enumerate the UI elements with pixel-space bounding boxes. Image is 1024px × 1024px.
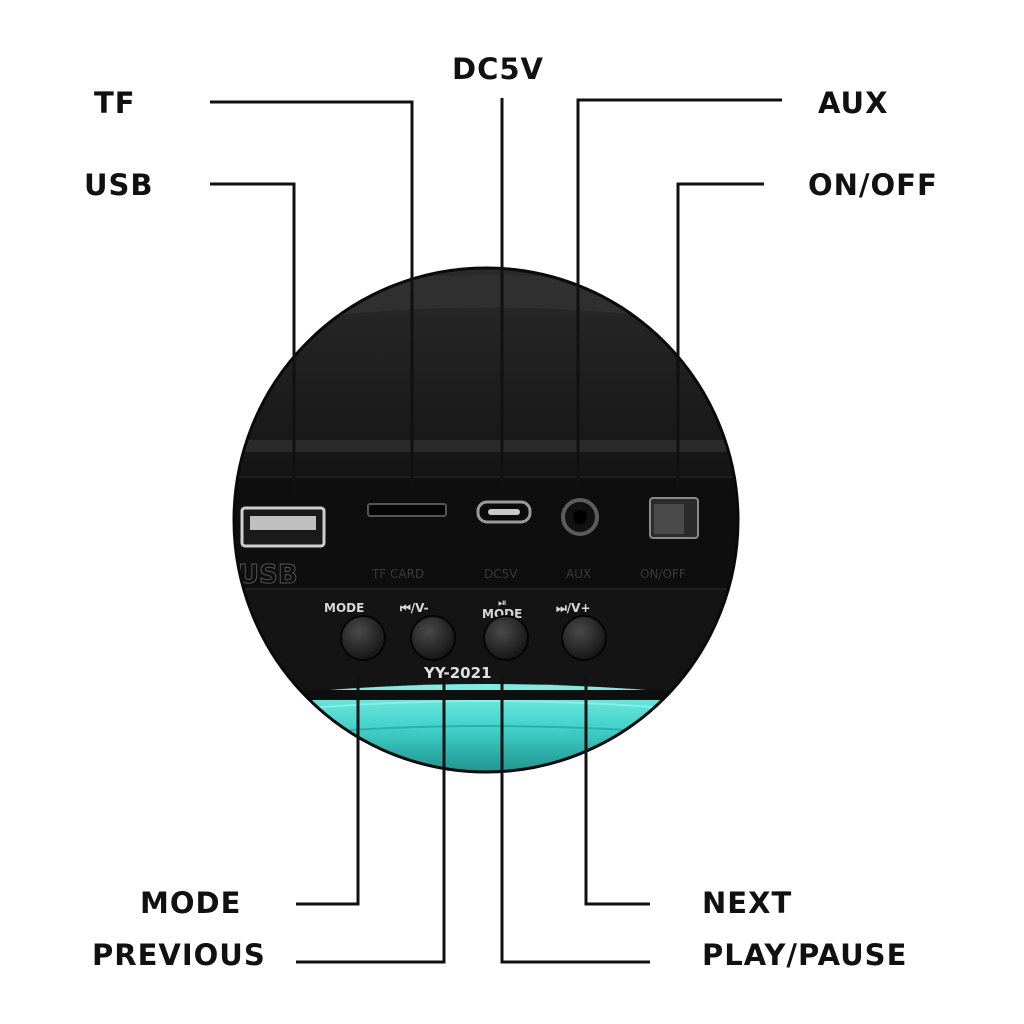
print-play-symbol: ⏯ [498,596,507,609]
leader-mode [296,676,360,906]
print-tf-card: TF CARD [371,567,424,581]
leader-next [584,676,650,906]
label-play-pause: PLAY/PAUSE [702,938,908,972]
print-usb: USB [238,560,298,590]
label-dc5v: DC5V [452,52,544,86]
label-previous: PREVIOUS [92,938,266,972]
leader-aux [576,98,782,484]
leader-play-pause [500,676,650,964]
print-aux: AUX [566,567,591,581]
model-print: YY-2021 [423,664,492,682]
print-previous: ⏮/V- [400,601,429,615]
leader-previous [296,676,446,964]
label-usb: USB [84,168,154,202]
print-on-off: ON/OFF [640,567,686,581]
label-mode: MODE [140,886,242,920]
leader-usb [210,182,296,492]
leader-tf [210,100,414,484]
next-button[interactable] [561,615,607,661]
print-next: ⏭/V+ [556,601,591,615]
label-next: NEXT [702,886,793,920]
leader-on-off [676,182,764,486]
play-pause-button[interactable] [483,615,529,661]
label-aux: AUX [818,86,889,120]
mode-button[interactable] [340,615,386,661]
previous-button[interactable] [410,615,456,661]
label-tf: TF [94,86,136,120]
label-on-off: ON/OFF [808,168,938,202]
tf-card-slot [367,503,447,517]
print-mode: MODE [324,601,364,615]
print-dc5v: DC5V [484,567,518,581]
